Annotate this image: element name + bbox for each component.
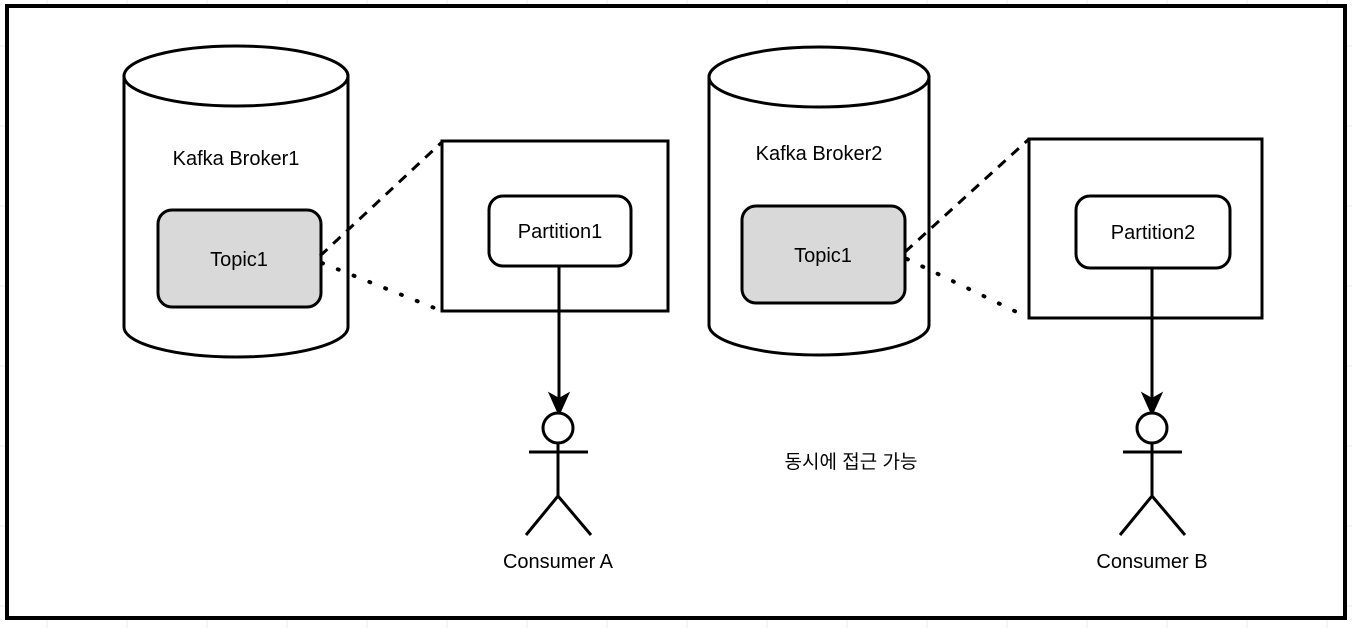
consumer-a-right-leg <box>556 495 593 536</box>
consumer-b-figure[interactable] <box>1118 411 1187 536</box>
broker1-topic-label: Topic1 <box>210 249 268 271</box>
consumer-b-left-leg <box>1118 495 1154 536</box>
broker1-cylinder-top <box>122 44 350 108</box>
broker2-cylinder-top <box>707 45 931 109</box>
broker2-topic-label: Topic1 <box>794 245 852 267</box>
broker1-partition1-dashed-connector <box>318 140 444 258</box>
partition2-label: Partition2 <box>1111 222 1196 244</box>
consumer-a-label: Consumer A <box>503 551 614 573</box>
partition1-label: Partition1 <box>518 221 603 243</box>
broker2-cylinder <box>707 45 931 357</box>
partition1-consumer-a-arrow <box>547 266 571 417</box>
broker1-cylinder <box>122 44 350 359</box>
broker1-label: Kafka Broker1 <box>173 148 300 170</box>
broker1-topic-box[interactable] <box>156 208 323 309</box>
broker2-label: Kafka Broker2 <box>756 143 883 165</box>
consumer-a-figure[interactable] <box>524 411 593 536</box>
partition2-consumer-b-arrow <box>1140 268 1164 417</box>
consumer-b-label: Consumer B <box>1096 551 1207 573</box>
broker2-partition2-dashed-connector <box>903 137 1031 254</box>
partition1-container <box>440 139 670 313</box>
consumer-b-head <box>1135 411 1169 445</box>
broker2-partition2-dotted-connector <box>905 257 1031 320</box>
consumer-b-right-leg <box>1150 495 1187 536</box>
page-frame <box>5 4 1347 620</box>
broker2-topic-box[interactable] <box>740 204 907 305</box>
center-note-label: 동시에 접근 가능 <box>785 451 918 473</box>
consumer-a-head <box>541 411 575 445</box>
consumer-a-left-leg <box>524 495 560 536</box>
partition2-container <box>1027 137 1264 320</box>
